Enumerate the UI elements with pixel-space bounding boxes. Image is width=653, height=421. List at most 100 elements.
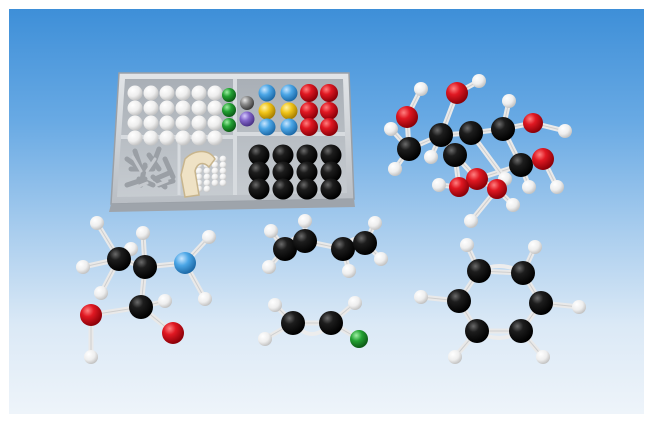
hydrogen-atom [374,252,388,266]
oxygen-atom [523,113,543,133]
nitrogen-ball [258,118,276,136]
hydrogen-atom [424,150,438,164]
hydrogen-ball [175,130,191,146]
carbon-ball [248,161,270,183]
hydrogen-ball [127,100,143,116]
oxygen-atom [80,304,102,326]
hydrogen-atom [258,332,272,346]
carbon-atom [319,311,343,335]
oxygen-atom [446,82,468,104]
hydrogen-atom [448,350,462,364]
carbon-atom [509,319,533,343]
carbon-atom [353,231,377,255]
hydrogen-atom [94,286,108,300]
nitrogen-ball [280,84,298,102]
nitrogen-ball [280,118,298,136]
oxygen-ball [300,102,318,120]
carbon-atom [529,291,553,315]
hydrogen-atom [502,94,516,108]
carbon-ball [296,178,318,200]
hydrogen-ball [207,115,223,131]
small-connector [203,167,211,175]
hydrogen-atom [342,264,356,278]
hydrogen-ball [159,85,175,101]
small-connector [203,173,211,181]
hydrogen-atom [262,260,276,274]
small-connector [203,185,211,193]
oxygen-atom [466,168,488,190]
carbon-atom [509,153,533,177]
bond-remover-tool [180,150,216,198]
hydrogen-ball [127,85,143,101]
oxygen-ball [320,118,338,136]
hydrogen-atom [558,124,572,138]
hydrogen-atom [536,350,550,364]
carbon-ball [272,178,294,200]
hydrogen-atom [158,294,172,308]
hydrogen-atom [268,298,282,312]
phosphorus-ball [239,111,255,127]
photo-frame [9,9,644,414]
carbon-atom [447,289,471,313]
chlorine-ball [222,103,236,117]
carbon-atom [129,295,153,319]
carbon-atom [467,259,491,283]
carbon-ball [248,144,270,166]
glucose-ring-model [384,74,572,228]
carbon-atom [397,137,421,161]
carbon-ball [296,161,318,183]
carbon-atom [491,117,515,141]
hydrogen-atom [432,178,446,192]
small-connector [219,161,227,169]
hydrogen-ball [191,130,207,146]
hydrogen-atom [464,214,478,228]
carbon-atom [331,237,355,261]
carbon-ball [320,161,342,183]
benzene-model [414,238,586,364]
hydrogen-ball [175,100,191,116]
hydrogen-ball [207,85,223,101]
hydrogen-atom [348,296,362,310]
chloroethene-model [258,296,368,348]
carbon-atom [465,319,489,343]
small-connector [203,179,211,187]
hydrogen-ball [175,115,191,131]
hydrogen-ball [207,130,223,146]
hydrogen-ball [207,100,223,116]
hydrogen-atom [572,300,586,314]
carbon-atom [273,237,297,261]
small-connector [211,167,219,175]
carbon-atom [107,247,131,271]
metal-ball [240,96,254,110]
carbon-ball [320,178,342,200]
sulfur-ball [280,102,298,120]
butadiene-model [262,214,388,278]
carbon-atom [511,261,535,285]
tray-atom-balls [127,84,342,200]
hydrogen-ball [159,130,175,146]
oxygen-atom [449,177,469,197]
small-connector [219,173,227,181]
oxygen-atom [487,179,507,199]
small-connector [219,155,227,163]
molecular-model-kit-photo [76,72,586,364]
carbon-atom [459,121,483,145]
oxygen-atom [396,106,418,128]
hydrogen-atom [368,216,382,230]
chlorine-ball [222,88,236,102]
hydrogen-ball [127,130,143,146]
hydrogen-atom [76,260,90,274]
nitrogen-atom [174,252,196,274]
carbon-atom [443,143,467,167]
carbon-ball [320,144,342,166]
hydrogen-ball [191,100,207,116]
carbon-atom [133,255,157,279]
hydrogen-ball [191,85,207,101]
hydrogen-atom [202,230,216,244]
hydrogen-atom [84,350,98,364]
small-connector [211,173,219,181]
hydrogen-ball [127,115,143,131]
carbon-atom [429,123,453,147]
oxygen-atom [162,322,184,344]
oxygen-ball [320,102,338,120]
